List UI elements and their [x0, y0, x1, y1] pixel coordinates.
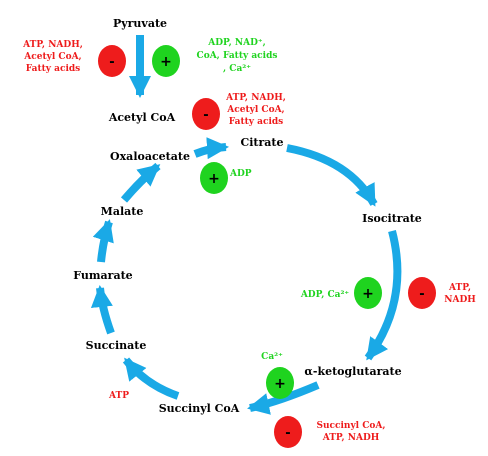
citrate-synthase-regulation: - ATP, NADH, Acetyl CoA, Fatty acids + A…	[192, 93, 286, 194]
label-fumarate: Fumarate	[73, 269, 132, 282]
idh-inhibitor-line-1: ATP,	[448, 283, 471, 293]
label-oxaloacetate: Oxaloacetate	[110, 150, 190, 163]
pdh-activation-circle	[152, 45, 180, 77]
arrow-oxaloacetate-to-citrate	[193, 137, 229, 160]
cs-inhibit-sign: -	[203, 108, 208, 123]
cs-inhibitor-line-1: ATP, NADH,	[225, 93, 286, 103]
cs-activate-sign: +	[208, 171, 220, 187]
arrow-akg-to-succinylcoa	[247, 381, 320, 415]
pdh-inhibition-circle	[98, 45, 126, 77]
pathway-arrows	[90, 35, 402, 415]
pdh-inhibitor-line-1: ATP, NADH,	[22, 40, 83, 50]
idh-inhibitor-line-2: NADH	[444, 295, 476, 305]
cs-activation-circle	[200, 162, 228, 194]
arrow-fumarate-to-malate	[92, 219, 114, 263]
arrow-malate-to-oxaloacetate	[120, 162, 161, 203]
pdh-activator-line-1: ADP, NAD⁺,	[207, 38, 266, 48]
idh-activator-line-1: ADP, Ca²⁺	[300, 290, 350, 300]
akg-dh-regulation: Ca²⁺ + - Succinyl CoA, ATP, NADH	[261, 352, 386, 448]
arrow-isocitrate-to-akg	[364, 229, 402, 361]
label-pyruvate: Pyruvate	[113, 17, 167, 30]
idh-inhibit-sign: -	[419, 287, 424, 302]
akgdh-activate-sign: +	[274, 376, 286, 392]
arrow-succinate-to-fumarate	[90, 285, 115, 335]
succinyl-coa-synthetase-atp-product: ATP	[108, 391, 129, 401]
label-citrate: Citrate	[240, 136, 283, 149]
isocitrate-dh-regulation: ADP, Ca²⁺ + - ATP, NADH	[300, 277, 476, 309]
pdh-inhibit-sign: -	[109, 55, 114, 70]
pdh-inhibitor-line-3: Fatty acids	[26, 64, 81, 74]
label-succinate: Succinate	[86, 339, 147, 352]
pdh-activator-line-3: , Ca²⁺	[223, 64, 251, 74]
idh-inhibition-circle	[408, 277, 436, 309]
label-succinyl-coa: Succinyl CoA	[159, 402, 240, 415]
label-acetyl-coa: Acetyl CoA	[108, 111, 176, 124]
arrow-succinylcoa-to-succinate	[122, 357, 180, 400]
idh-activate-sign: +	[362, 286, 374, 302]
cs-inhibitor-line-2: Acetyl CoA,	[226, 105, 284, 115]
label-isocitrate: Isocitrate	[362, 212, 422, 225]
cs-inhibitor-line-3: Fatty acids	[229, 117, 284, 127]
akgdh-inhibition-circle	[274, 416, 302, 448]
pdh-inhibitor-line-2: Acetyl CoA,	[23, 52, 81, 62]
label-malate: Malate	[101, 205, 144, 218]
akgdh-activator-line-1: Ca²⁺	[261, 352, 283, 362]
pdh-regulation: ATP, NADH, Acetyl CoA, Fatty acids - + A…	[22, 38, 277, 77]
arrow-citrate-to-isocitrate	[286, 144, 378, 207]
pdh-activate-sign: +	[160, 54, 172, 70]
label-alpha-ketoglutarate: α-ketoglutarate	[304, 365, 401, 378]
akgdh-activation-circle	[266, 367, 294, 399]
akgdh-inhibit-sign: -	[285, 426, 290, 441]
akgdh-inhibitor-line-1: Succinyl CoA,	[316, 421, 385, 431]
cs-inhibition-circle	[192, 98, 220, 130]
pdh-activator-line-2: CoA, Fatty acids	[197, 51, 278, 61]
cs-activator-line-1: ADP	[229, 169, 252, 179]
akgdh-inhibitor-line-2: ATP, NADH	[322, 433, 380, 443]
idh-activation-circle	[354, 277, 382, 309]
metabolite-labels: Pyruvate Acetyl CoA Citrate Isocitrate α…	[73, 17, 422, 415]
